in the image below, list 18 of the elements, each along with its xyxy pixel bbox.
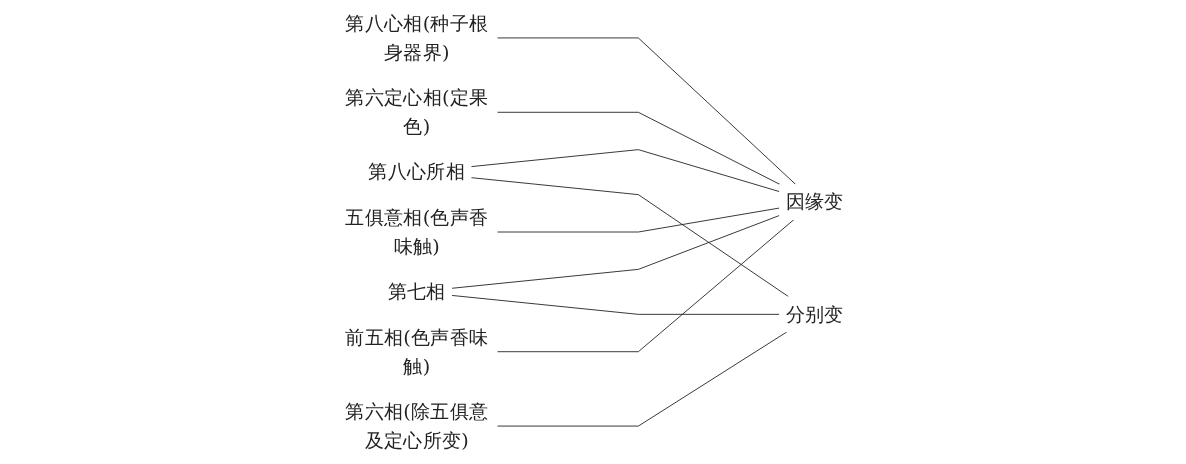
connector	[470, 149, 781, 193]
connector	[496, 111, 781, 186]
connector	[470, 177, 790, 298]
node-text: 第六定心相(定果色)	[345, 86, 489, 138]
connector	[451, 214, 781, 289]
node-text: 第八心所相	[368, 160, 466, 183]
node-text: 五俱意相(色声香味触)	[345, 205, 489, 258]
connector	[496, 37, 797, 186]
connector	[496, 219, 795, 353]
connector	[496, 207, 781, 233]
node-text: 前五相(色声香味触)	[345, 325, 489, 377]
node-text: 分别变	[785, 302, 844, 326]
node-text: 因缘变	[785, 190, 844, 213]
connector	[451, 294, 781, 315]
connector	[496, 331, 788, 427]
node-text: 第六相(除五俱意及定心所变)	[345, 400, 489, 452]
node-text: 第八心相(种子根身器界)	[345, 11, 489, 64]
node-text: 第七相	[387, 280, 446, 303]
